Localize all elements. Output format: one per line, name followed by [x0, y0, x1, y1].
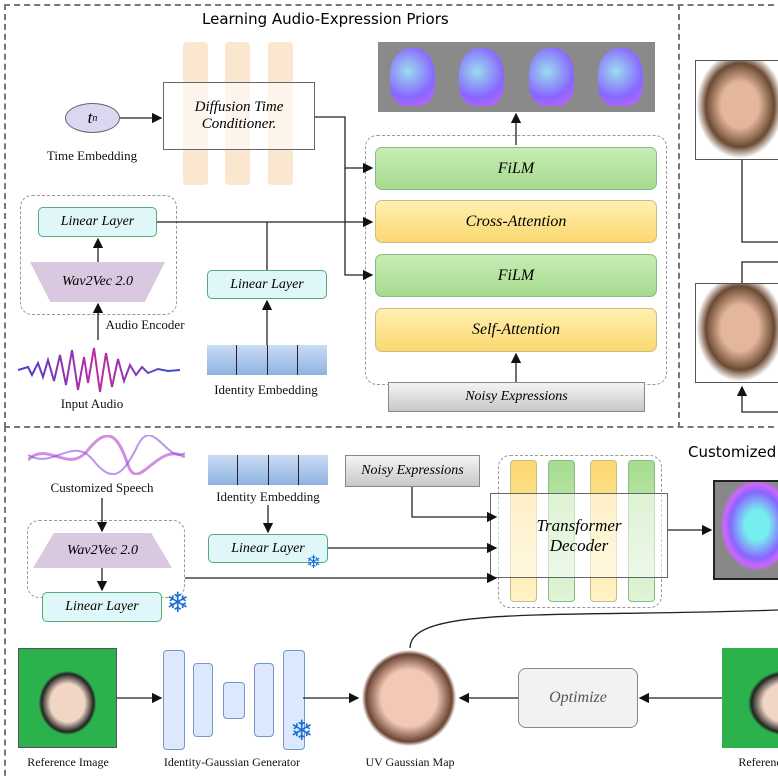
uv-gaussian-map [360, 648, 458, 748]
uv-gaussian-map-label: UV Gaussian Map [365, 755, 455, 769]
self-attention-block: Self-Attention [375, 308, 657, 352]
head-render [390, 48, 436, 106]
frozen-snowflake-icon: ❄ [166, 588, 190, 619]
time-symbol: t [87, 108, 93, 127]
generator-layer [283, 650, 305, 750]
embedding-cell [238, 455, 269, 485]
noisy-expressions-top: Noisy Expressions [388, 382, 645, 412]
optimize-block: Optimize [518, 668, 638, 728]
embedding-cell [208, 455, 239, 485]
identity-embedding-bar-bottom [208, 455, 328, 485]
embedding-cell [298, 455, 328, 485]
film-block-2: FiLM [375, 254, 657, 297]
linear-layer-identity: Linear Layer [207, 270, 327, 299]
input-audio-waveform [18, 347, 180, 393]
time-sub: n [92, 112, 98, 124]
identity-embedding-label-bottom: Identity Embedding [216, 489, 320, 504]
wav2vec-block-bottom: Wav2Vec 2.0 [33, 533, 172, 568]
generator-label: Identity-Gaussian Generator [163, 755, 301, 769]
generator-layer [193, 663, 213, 737]
top-title: Learning Audio-Expression Priors [202, 10, 449, 28]
head-render [459, 48, 505, 106]
customized-speech-label: Customized Speech [50, 480, 154, 495]
identity-embedding-label: Identity Embedding [214, 382, 318, 397]
output-head-render [713, 480, 778, 580]
linear-layer-identity-bottom: Linear Layer [208, 534, 328, 563]
embedding-cell [267, 345, 298, 375]
reference-image-label: Reference Image [27, 755, 109, 769]
cross-attention-block: Cross-Attention [375, 200, 657, 243]
identity-embedding-bar [207, 345, 327, 375]
rendered-heads [378, 42, 655, 112]
time-embedding-label: Time Embedding [46, 148, 138, 163]
noisy-expressions-bottom: Noisy Expressions [345, 455, 480, 487]
top-section [4, 4, 778, 428]
embedding-cell [237, 345, 268, 375]
reference-image [18, 648, 117, 748]
bottom-title: Customized [688, 443, 777, 461]
linear-layer-audio: Linear Layer [38, 207, 157, 237]
embedding-cell [297, 345, 327, 375]
generator-layer [163, 650, 185, 750]
reference-image-right [722, 648, 778, 748]
head-render [528, 48, 574, 106]
film-block-1: FiLM [375, 147, 657, 190]
embedding-cell [207, 345, 238, 375]
embedding-cell [268, 455, 299, 485]
audio-encoder-label: Audio Encoder [105, 317, 185, 332]
diffusion-time-conditioner: Diffusion Time Conditioner. [163, 82, 315, 150]
section-divider [678, 4, 680, 428]
generator-layer [223, 682, 245, 719]
transformer-decoder: Transformer Decoder [490, 493, 668, 578]
head-render [597, 48, 643, 106]
video-frame-2 [695, 283, 778, 383]
wav2vec-block: Wav2Vec 2.0 [30, 262, 165, 302]
frozen-snowflake-icon: ❄ [306, 552, 322, 572]
customized-speech-wave [28, 435, 185, 475]
frozen-snowflake-icon: ❄ [290, 716, 314, 747]
bottom-section [4, 426, 778, 778]
generator-layer [254, 663, 274, 737]
reference-image-right-label: Referenc [738, 755, 778, 769]
input-audio-label: Input Audio [60, 396, 124, 411]
video-frame-1 [695, 60, 778, 160]
linear-layer-audio-bottom: Linear Layer [42, 592, 162, 622]
